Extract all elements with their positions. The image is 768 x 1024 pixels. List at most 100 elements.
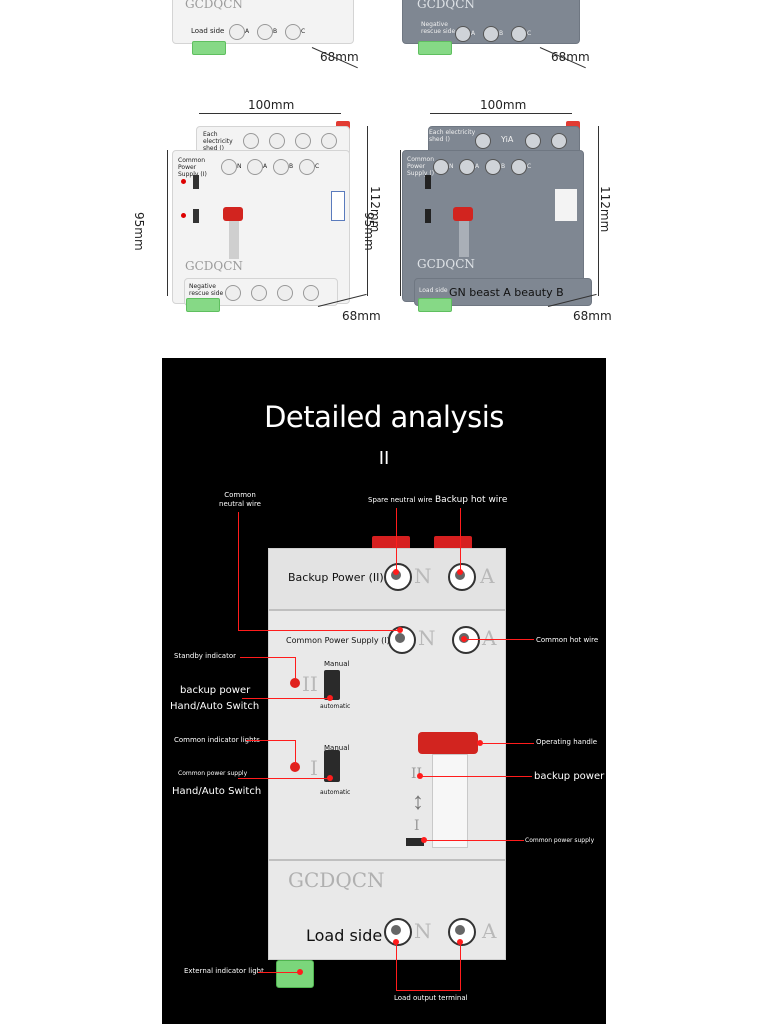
callout-common-switch-dot [327,775,333,781]
callout-common-hot-dot [461,636,467,642]
callout-backup-switch-dot [327,695,333,701]
mid-left-switch-slot [229,221,239,259]
mid-left-term-c: C [315,163,320,170]
mid-left-indicator-2 [181,213,186,218]
device-brand: GCDQCN [288,868,385,892]
mid-left-term-n: N [237,163,242,170]
mid-right-green-terminal [418,298,452,312]
top-right-screw-c [511,26,527,42]
top-right-brand: GCDQCN [417,0,475,11]
mid-left-bottom-screw-c [303,285,319,301]
top-left-screw-c [285,24,301,40]
automatic-label-1: automatic [320,703,351,710]
ghost-i: I [310,756,318,780]
top-left-side-label: Load side [191,27,225,35]
callout-spare-neutral-dot [393,569,399,575]
mid-left-green-terminal [186,298,220,312]
ghost-ii: II [302,672,318,696]
mid-right-operating-handle [453,207,473,221]
callout-standby-v [295,657,296,679]
panel-subtitle: II [378,448,390,469]
mid-left-top-screw-a [269,133,285,149]
backup-power-label: backup power [534,771,605,782]
manual-label-1: Manual [324,660,350,668]
mid-right-selector-2 [425,209,431,223]
load-ghost-a: A [482,919,497,943]
callout-common-indicator-h [246,740,296,741]
top-right-screw-b [483,26,499,42]
callout-operating-handle-dot [477,740,483,746]
top-left-term-b: B [273,28,278,35]
panel-title: Detailed analysis [264,400,504,434]
mid-right-screw-c [511,159,527,175]
mid-right-brand: GCDQCN [417,257,475,271]
handle-base [406,838,424,846]
device-bottom-section [269,859,505,861]
automatic-label-2: automatic [320,789,351,796]
top-left-device: GCDQCN Load side A B C [172,0,354,44]
mid-left-term-a: A [263,163,268,170]
mid-right-bottom-overlay: GN beast A beauty B [449,286,564,299]
mid-left-selector-1 [193,175,199,189]
mid-right-top-extra: YiA [501,135,514,144]
manual-label-2: Manual [324,744,350,752]
mid-right-depth: 68mm [573,309,612,323]
mid-right-height-right: 112mm [598,186,612,233]
mid-right-height-right-line [598,126,599,296]
top-right-screw-a [455,26,471,42]
callout-backup-hot [460,508,461,572]
mid-left-height-left-line [167,150,168,296]
mid-left-top-screw-b [295,133,311,149]
top-left-brand: GCDQCN [185,0,243,11]
common-power-supply-small-label: Common power supply [178,770,248,777]
backup-hot-label: Backup hot wire [435,495,508,505]
mid-left-bottom-screw-n [225,285,241,301]
handle-arrow: ↕ [412,788,424,815]
mid-right-common-label: Common Power Supply () [407,156,435,177]
callout-common-indicator-v [295,740,296,764]
callout-load-a-dot [457,939,463,945]
mid-right-screw-n [433,159,449,175]
common-power-supply-right-label: Common power supply [525,837,595,844]
mid-right-device-body: Common Power Supply () N A B C GCDQCN [402,150,584,302]
backup-power-switch-label-2: Hand/Auto Switch [170,701,260,712]
backup-hot-terminal [448,563,476,591]
mid-left-brand: GCDQCN [185,259,243,273]
callout-external-indicator-dot [297,969,303,975]
mid-left-top-screw-c [321,133,337,149]
mid-left-screw-n [221,159,237,175]
top-right-term-c: C [527,30,532,37]
mid-right-top-screw-n [475,133,491,149]
mid-left-bottom-screw-a [251,285,267,301]
mid-left-bottom-label: Negative rescue side [189,283,224,297]
callout-backup-power-dot [417,773,423,779]
callout-standby-h [240,657,296,658]
mid-left-width-label: 100mm [248,98,295,112]
top-right-term-a: A [471,30,476,37]
mid-left-term-b: B [289,163,294,170]
callout-operating-handle [480,743,534,744]
top-left-term-c: C [301,28,306,35]
mid-right-term-a: A [475,163,480,170]
callout-load-n-dot [393,939,399,945]
mid-right-selector-1 [425,175,431,189]
load-ghost-n: N [414,919,432,943]
top-right-device: GCDQCN Negative rescue side A B C [402,0,580,44]
load-neutral-terminal [384,918,412,946]
top-left-term-a: A [245,28,250,35]
mid-left-device-top: Each electricity shed () [196,126,350,156]
common-ghost-n: N [418,626,436,650]
mid-left-indicator-1 [181,179,186,184]
hand-auto-switch-label: Hand/Auto Switch [172,786,262,797]
mid-left-top-label: Each electricity shed () [203,131,233,152]
mid-right-term-c: C [527,163,532,170]
common-neutral-label: Common neutral wire [219,491,261,508]
mid-left-width-line [199,113,341,114]
top-right-green-terminal [418,41,452,55]
spare-neutral-label: Spare neutral wire [368,496,433,504]
handle-shaft [432,754,468,848]
detailed-analysis-panel: Detailed analysis II Backup Power (II) N… [162,358,606,1024]
callout-spare-neutral [396,508,397,572]
top-right-depth-label: 68mm [551,50,590,64]
mid-left-operating-handle [223,207,243,221]
